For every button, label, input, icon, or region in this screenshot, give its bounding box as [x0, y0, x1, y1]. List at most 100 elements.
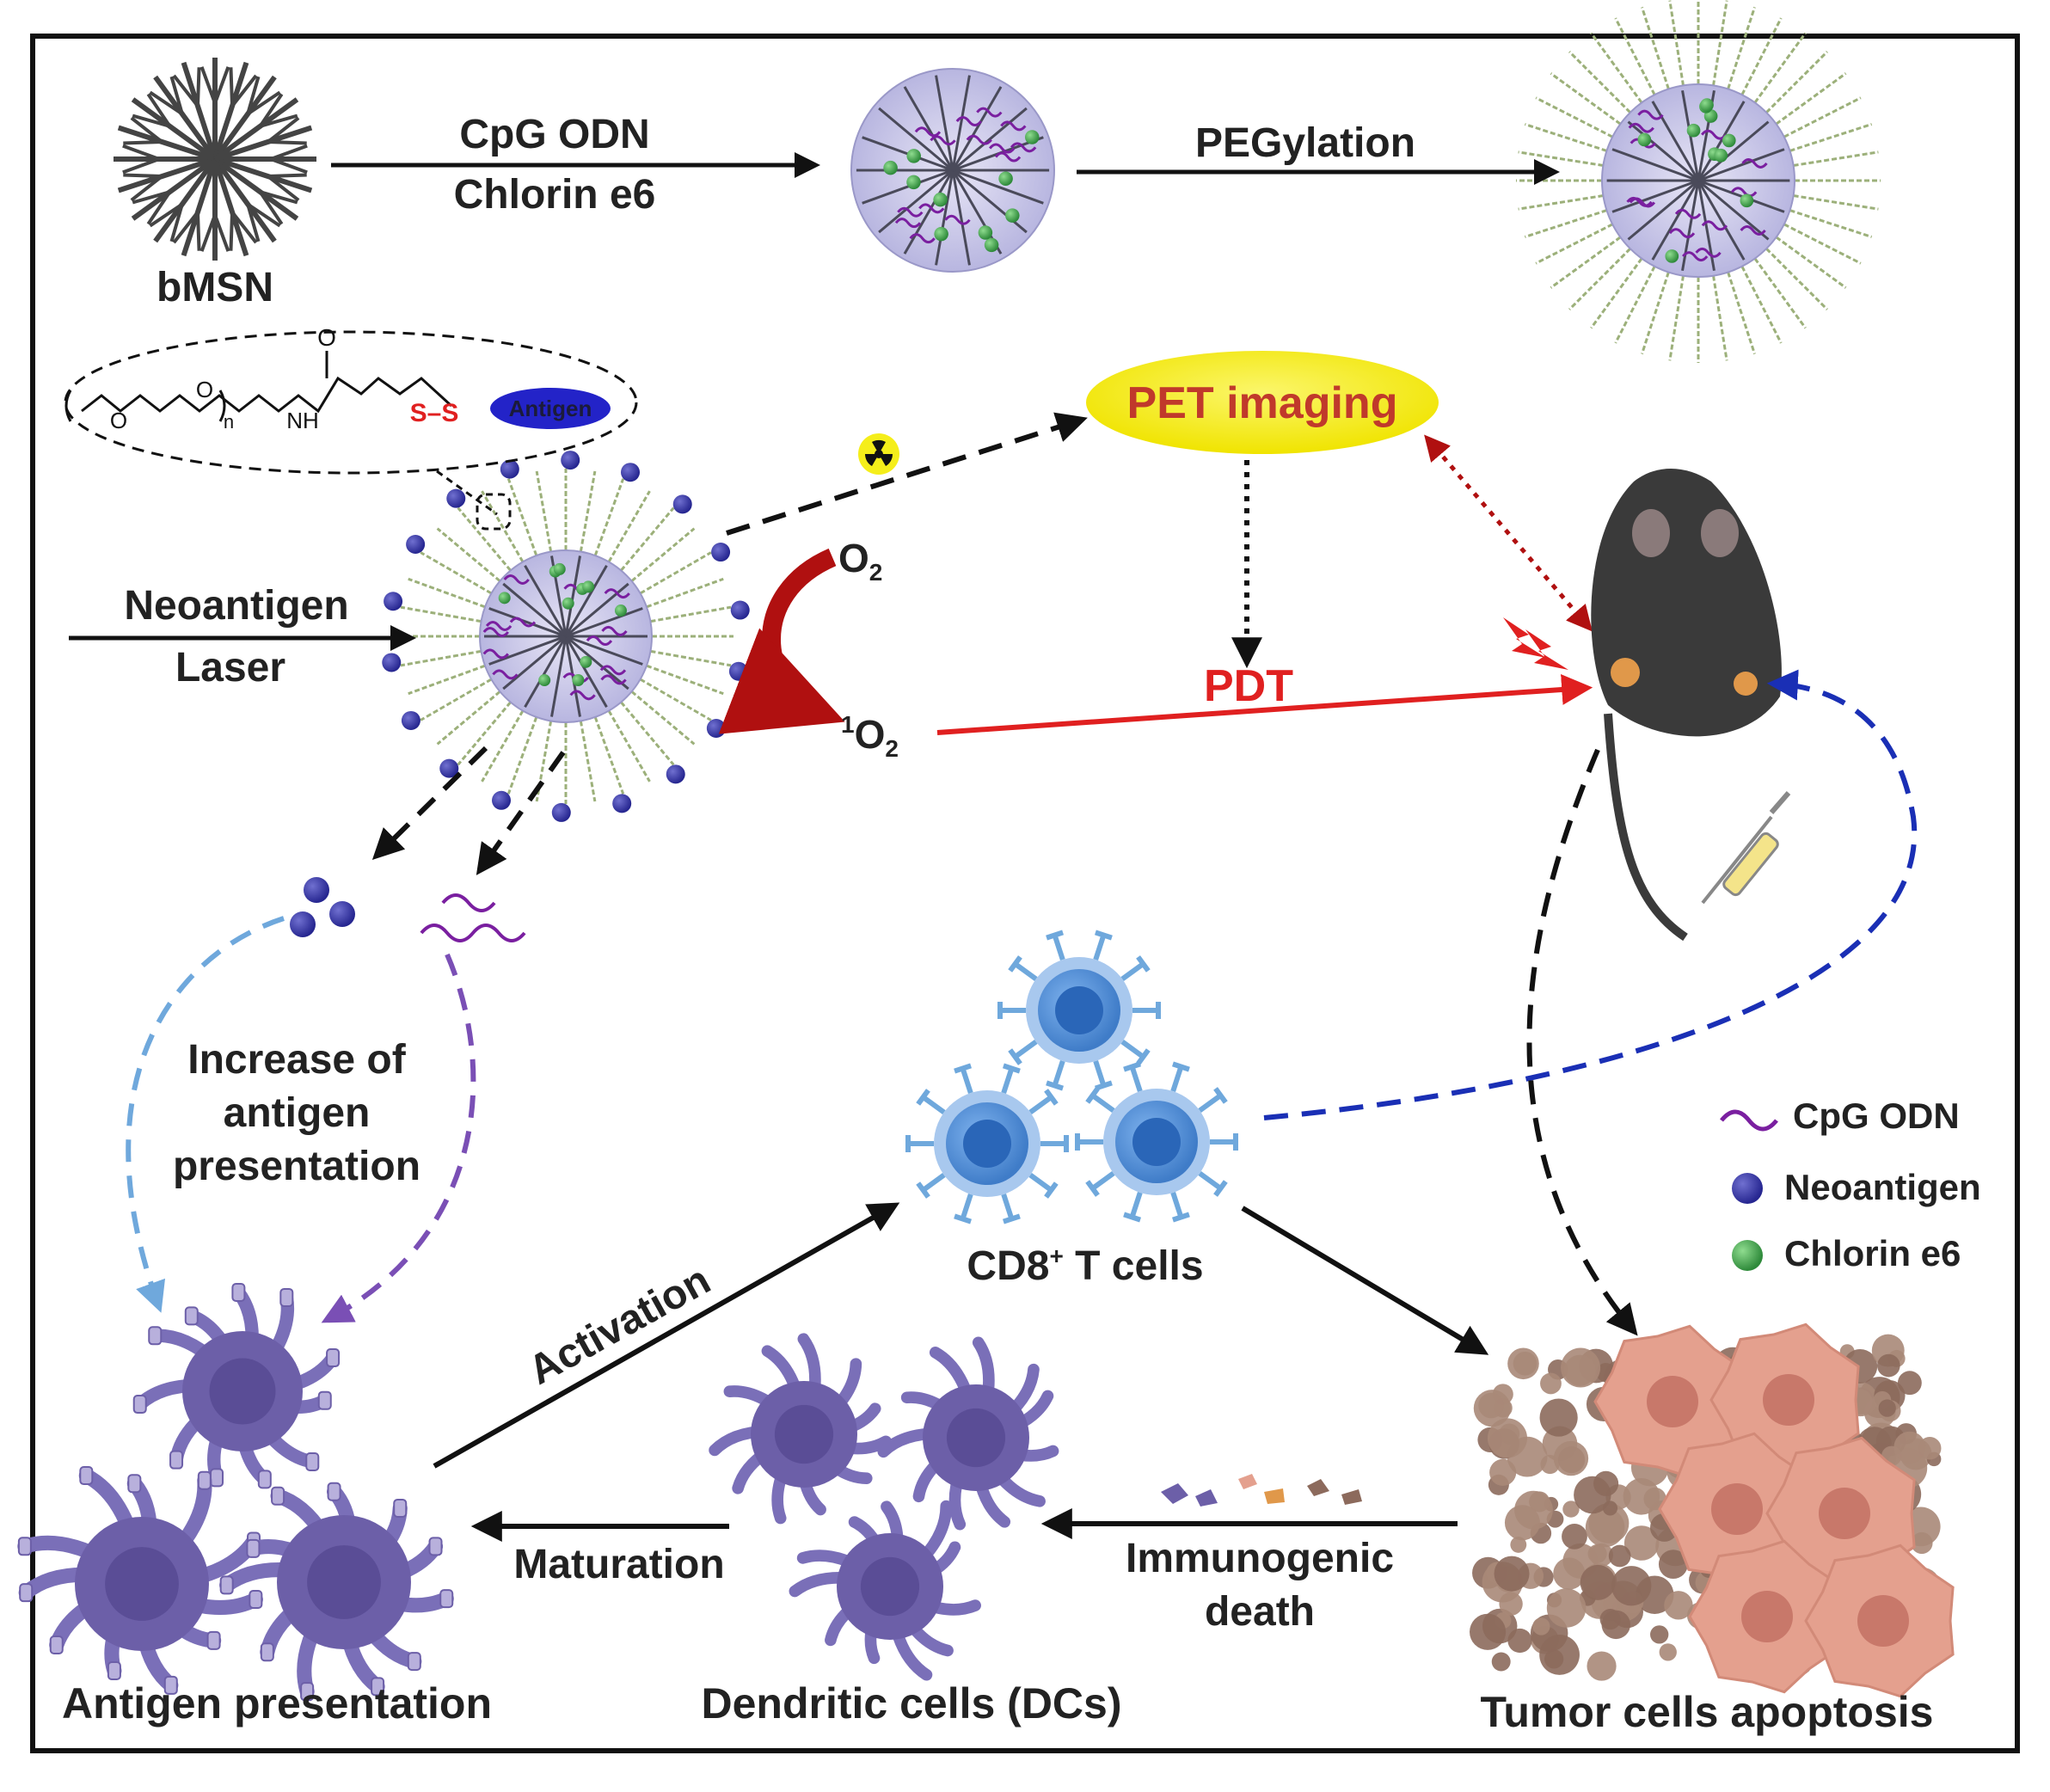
tcell-receptor [1052, 1060, 1065, 1087]
bmsn-twig [130, 175, 163, 202]
peg-chain [1535, 96, 1613, 138]
bmsn-twig [122, 157, 160, 175]
arrow-release-cpg [476, 751, 566, 875]
tcell-receptor-head [1002, 1213, 1021, 1224]
chlorin-dot [984, 237, 999, 253]
chlorin-dot [498, 592, 511, 604]
bmsn-twig [213, 66, 230, 104]
peg-chain [630, 527, 696, 582]
bmsn-twig [132, 190, 171, 205]
apoptotic-fragment [1599, 1609, 1621, 1630]
apoptotic-fragment [1574, 1476, 1611, 1514]
tcell-receptor [1093, 934, 1107, 960]
apoptotic-fragment [1507, 1347, 1539, 1380]
chlorin-dot [906, 149, 921, 163]
presented-antigen [249, 1589, 263, 1609]
apoptotic-fragment [1643, 1487, 1666, 1511]
bmsn-branch [212, 75, 277, 161]
increase-label-2: antigen [224, 1090, 371, 1136]
chlorin-dot [538, 674, 551, 687]
peg-chain [1590, 257, 1643, 329]
peg-chain [1550, 236, 1622, 289]
apoptotic-fragment [1487, 1418, 1527, 1458]
cpg-strand [503, 574, 530, 585]
radiation-icon [858, 433, 899, 475]
apoptotic-fragment [1562, 1500, 1580, 1518]
peg-chain [1775, 72, 1847, 126]
cpg-strand [1730, 187, 1758, 198]
peg-chain [630, 690, 696, 746]
bmsn-twig [149, 90, 183, 116]
peg-chain [1568, 248, 1631, 310]
chlorin-dot [1686, 123, 1701, 138]
presented-antigen [132, 1395, 147, 1415]
tcell-receptor-head [1002, 1063, 1021, 1074]
apoptotic-fragment [1532, 1617, 1550, 1636]
tumor-nucleus [1741, 1591, 1793, 1642]
cd8-label: CD8+ T cells [967, 1243, 1203, 1289]
particle-branch [1697, 120, 1770, 182]
particle-branch [564, 564, 608, 637]
particle-branch [488, 635, 567, 666]
bmsn-branch [181, 158, 218, 257]
arrow-purple [321, 953, 476, 1323]
chlorin-dot [906, 175, 921, 190]
tcell-receptor-head [1136, 1048, 1151, 1065]
peg-chain [506, 716, 538, 795]
peg-chain [1712, 0, 1728, 86]
particle-branch [951, 86, 1003, 171]
chlorin-dot [1637, 132, 1652, 147]
tcell-receptor [1129, 1192, 1143, 1218]
bmsn-twig [230, 211, 258, 244]
cpg-strand [1010, 142, 1037, 153]
tcell-receptor [1090, 1171, 1115, 1191]
chlorin-dot [883, 160, 898, 175]
apoptotic-fragment [1585, 1507, 1625, 1548]
tcell-receptor-head [954, 1063, 973, 1074]
struct-ss: S–S [410, 399, 459, 427]
particle-branch [951, 75, 971, 171]
particle-branch [952, 107, 1028, 172]
bmsn-twig [169, 76, 184, 115]
tcell-receptor-head [1008, 1048, 1022, 1065]
particle-branch [565, 607, 643, 638]
peg-chain [481, 490, 525, 563]
apoptotic-fragment [1893, 1431, 1926, 1464]
peg-chain [1793, 194, 1879, 211]
apoptotic-fragment [1507, 1628, 1532, 1654]
bmsn-twig [195, 212, 201, 251]
particle-branch [565, 635, 629, 690]
chlorin-dot [562, 597, 574, 610]
arrow-pet-mouse [1424, 434, 1593, 632]
chlorin-dot [1665, 249, 1679, 263]
pegylation-label: PEGylation [1195, 120, 1415, 166]
tcell-receptor [1028, 1173, 1053, 1193]
bmsn-twig [229, 67, 235, 107]
struct-nh: NH [286, 408, 319, 433]
cpg-strand [485, 620, 512, 631]
presented-antigen [407, 1652, 421, 1672]
neoantigen-dot [711, 543, 731, 562]
released-cpg-strands [420, 893, 526, 942]
peg-chain [1550, 72, 1622, 126]
tcell-receptor-head [1085, 1087, 1100, 1104]
tcell-receptor [960, 1194, 973, 1220]
peg-chain [420, 678, 493, 721]
apoptotic-fragment [1539, 1398, 1578, 1437]
bmsn-twig [122, 144, 160, 161]
peg-chain [1775, 236, 1847, 289]
tcell-receptor-head [1046, 1080, 1065, 1091]
particle-branch [1627, 179, 1699, 241]
bmsn-twig [213, 214, 230, 252]
cpg-strand [1668, 228, 1696, 239]
tumor-nucleus [1647, 1376, 1698, 1427]
cpg-strand [955, 116, 983, 127]
cpg-strand [1628, 122, 1654, 133]
bmsn-twig [267, 175, 300, 202]
presented-antigen [371, 1677, 385, 1697]
tcell-receptor-head [1213, 1180, 1228, 1197]
peg-chain [607, 709, 651, 782]
bmsn-twig [259, 114, 298, 128]
peg-chain [650, 649, 732, 667]
neoantigen-dot-icon [1732, 1173, 1763, 1204]
